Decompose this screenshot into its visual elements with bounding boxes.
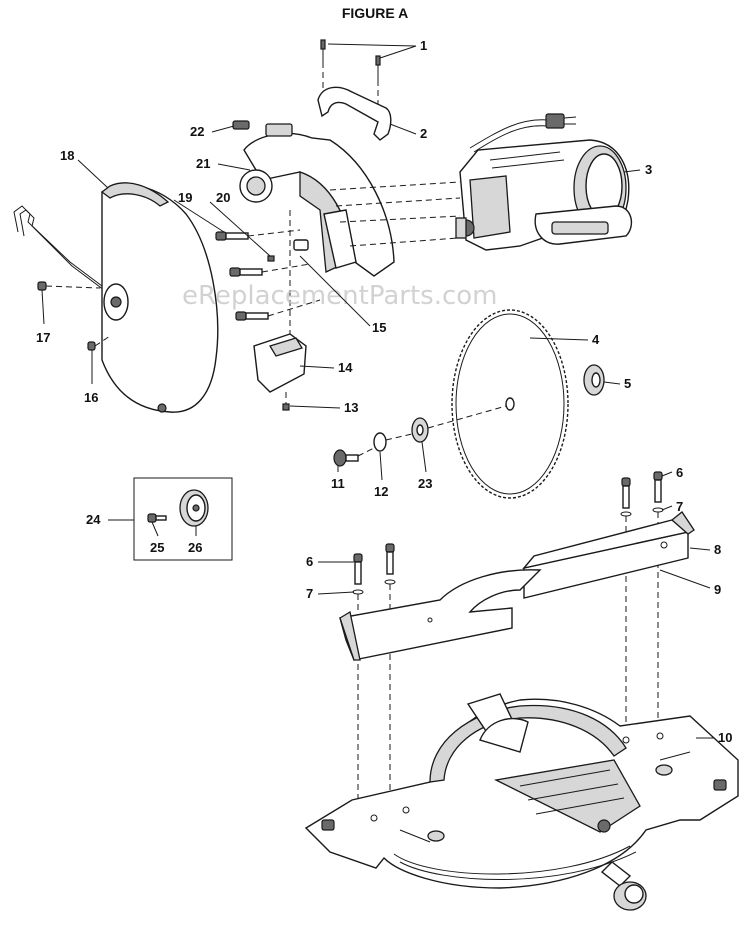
callout-8: 8 xyxy=(714,542,721,557)
callout-7-right: 7 xyxy=(676,499,683,514)
arm-bolts xyxy=(215,229,321,321)
saw-base xyxy=(304,693,739,911)
saw-blade xyxy=(451,309,569,499)
callout-23: 23 xyxy=(418,476,432,491)
callout-14: 14 xyxy=(338,360,353,375)
callout-7-left: 7 xyxy=(306,586,313,601)
outer-flange xyxy=(583,364,605,396)
upper-blade-guard xyxy=(232,120,395,277)
right-fence xyxy=(522,511,695,599)
figure-title: FIGURE A xyxy=(342,5,408,21)
callout-26: 26 xyxy=(188,540,202,555)
left-fence xyxy=(339,569,542,661)
guard-link-rod xyxy=(13,205,113,297)
motor-alignment-lines xyxy=(329,181,461,247)
callout-11: 11 xyxy=(331,476,345,491)
fence-screws-left xyxy=(352,543,396,800)
callout-21: 21 xyxy=(196,156,210,171)
callout-22: 22 xyxy=(190,124,204,139)
bracket-and-spacer xyxy=(289,210,309,336)
cord-and-plug xyxy=(469,113,577,153)
callout-6-left: 6 xyxy=(306,554,313,569)
callout-3: 3 xyxy=(645,162,652,177)
carry-handle xyxy=(317,86,392,141)
callout-25: 25 xyxy=(150,540,164,555)
callout-9: 9 xyxy=(714,582,721,597)
callout-10: 10 xyxy=(718,730,732,745)
leader-lines xyxy=(41,43,714,739)
callout-16: 16 xyxy=(84,390,98,405)
callout-6-right: 6 xyxy=(676,465,683,480)
callout-1: 1 xyxy=(420,38,427,53)
callout-5: 5 xyxy=(624,376,631,391)
lower-blade-guard xyxy=(100,182,219,413)
callout-labels: 1 2 3 4 5 6 6 7 7 8 9 10 11 12 23 13 14 … xyxy=(36,38,732,745)
callout-24: 24 xyxy=(86,512,101,527)
washers-and-bolt xyxy=(333,405,507,467)
callout-4: 4 xyxy=(592,332,600,347)
callout-13-text: 13 xyxy=(344,400,358,415)
callout-19: 19 xyxy=(178,190,192,205)
motor-assembly xyxy=(455,139,633,251)
callout-20: 20 xyxy=(216,190,230,205)
callout-18: 18 xyxy=(60,148,74,163)
fence-screws-right xyxy=(620,471,664,730)
chute-screw xyxy=(282,392,290,411)
kit-box xyxy=(133,477,233,561)
callout-2: 2 xyxy=(420,126,427,141)
callout-15: 15 xyxy=(372,320,386,335)
callout-17: 17 xyxy=(36,330,50,345)
callout-12: 12 xyxy=(374,484,388,499)
